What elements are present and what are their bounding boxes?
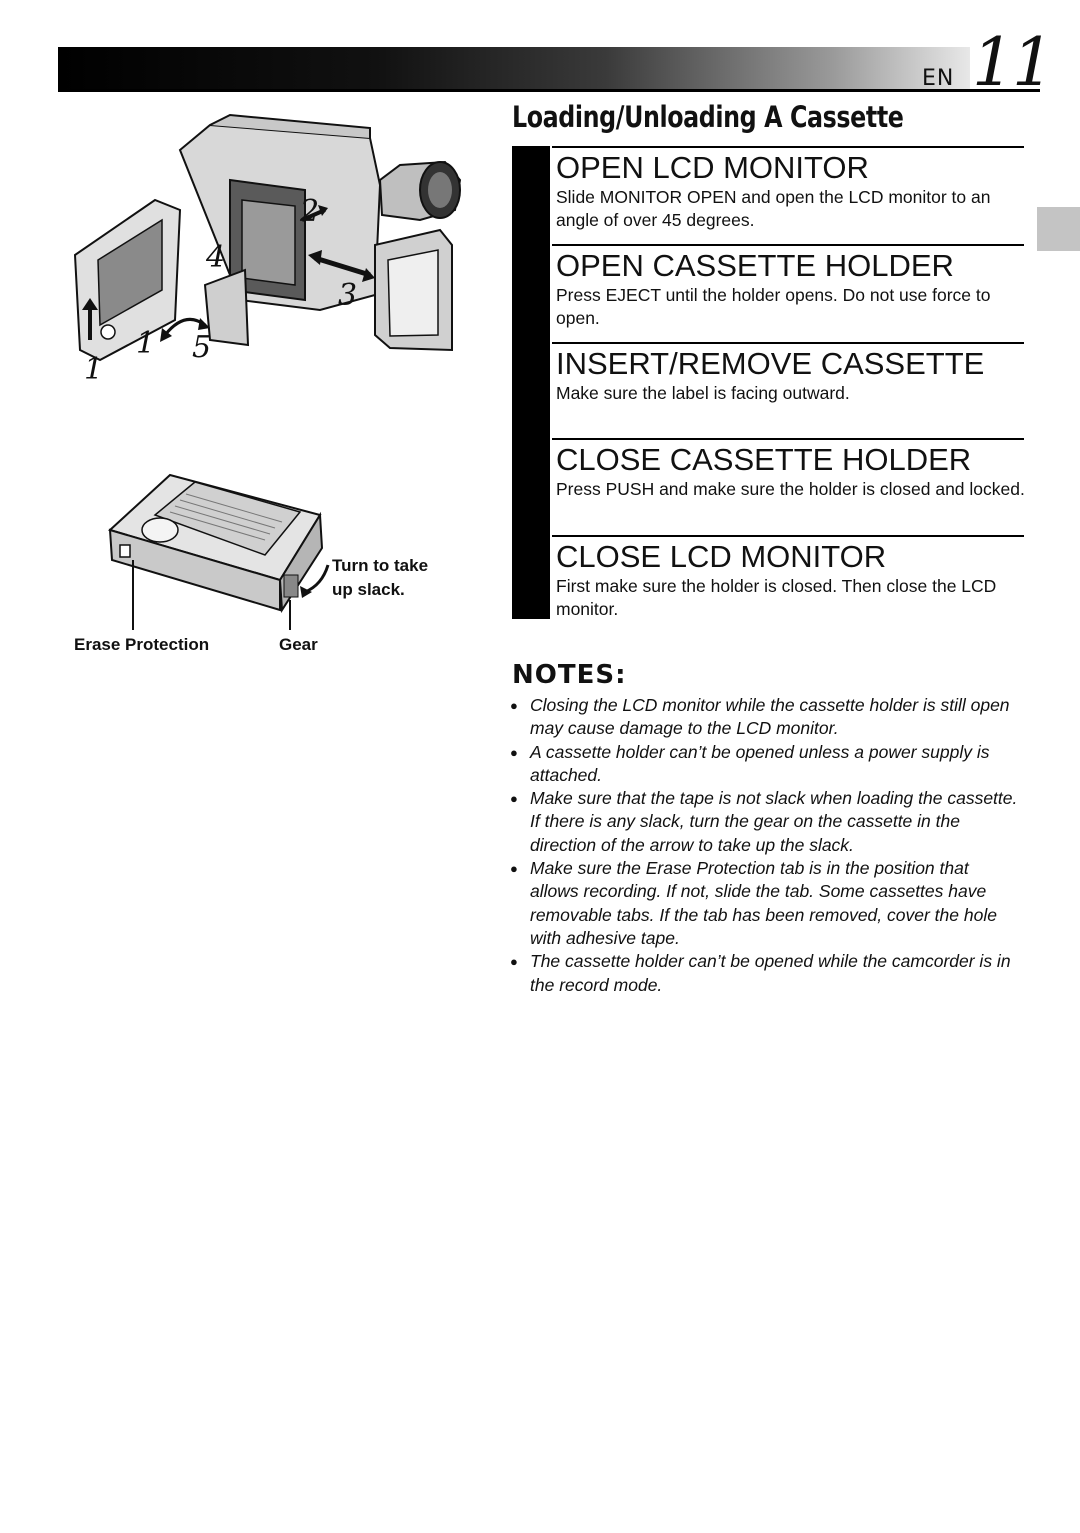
step-5: 5 CLOSE LCD MONITOR First make sure the … xyxy=(512,535,1024,621)
step-rule xyxy=(552,244,1024,246)
step-heading: INSERT/REMOVE CASSETTE xyxy=(556,346,985,381)
camcorder-illustration xyxy=(73,113,462,362)
step-heading: CLOSE CASSETTE HOLDER xyxy=(556,442,972,477)
step-rule xyxy=(552,535,1024,537)
step-number: 5 xyxy=(519,567,549,621)
callout-1-lower: 1 xyxy=(84,352,104,387)
note-item: ●Make sure that the tape is not slack wh… xyxy=(510,788,1018,855)
step-text: Press EJECT until the holder opens. Do n… xyxy=(556,285,991,328)
bullet-icon: ● xyxy=(510,791,518,807)
language-label: EN xyxy=(922,66,955,91)
gear-label: Gear xyxy=(279,635,318,654)
cassette-illustration xyxy=(108,473,330,630)
bullet-icon: ● xyxy=(510,954,518,970)
callout-2: 2 xyxy=(300,194,320,229)
step-heading: OPEN CASSETTE HOLDER xyxy=(556,248,954,283)
step-bar xyxy=(512,535,550,619)
header-rule xyxy=(58,89,1040,92)
turn-label-2: up slack. xyxy=(332,580,405,599)
step-number: 1 xyxy=(519,184,549,238)
header-gradient-bar xyxy=(58,47,970,89)
callout-4: 4 xyxy=(206,240,226,275)
callout-3: 3 xyxy=(338,278,358,313)
step-text: Slide MONITOR OPEN and open the LCD moni… xyxy=(556,187,991,230)
step-bar xyxy=(512,244,550,342)
step-heading: CLOSE LCD MONITOR xyxy=(556,539,887,574)
step-text: Press PUSH and make sure the holder is c… xyxy=(556,479,1025,499)
note-item: ●The cassette holder can’t be opened whi… xyxy=(510,951,1011,995)
note-item: ●A cassette holder can’t be opened unles… xyxy=(510,741,990,785)
step-heading: OPEN LCD MONITOR xyxy=(556,150,869,185)
section-tab xyxy=(1037,207,1080,251)
step-number: 3 xyxy=(519,378,549,432)
erase-protection-label: Erase Protection xyxy=(74,635,210,654)
step-number: 2 xyxy=(519,282,549,336)
page-number: 11 xyxy=(972,24,1054,101)
step-2: 2 OPEN CASSETTE HOLDER Press EJECT until… xyxy=(512,244,1024,342)
bullet-icon: ● xyxy=(510,861,518,877)
bullet-icon: ● xyxy=(510,744,518,760)
step-3: 3 INSERT/REMOVE CASSETTE Make sure the l… xyxy=(512,342,1024,440)
callout-5: 5 xyxy=(192,330,212,365)
turn-label-1: Turn to take xyxy=(332,556,429,575)
step-rule xyxy=(552,438,1024,440)
step-bar xyxy=(512,342,550,440)
page-title: Loading/Unloading A Cassette xyxy=(512,100,904,134)
step-bar xyxy=(512,438,550,536)
step-bar xyxy=(512,146,550,244)
notes-list: ●Closing the LCD monitor while the casse… xyxy=(510,694,1020,997)
note-item: ●Closing the LCD monitor while the casse… xyxy=(510,695,1010,739)
step-rule xyxy=(552,342,1024,344)
bullet-icon: ● xyxy=(510,698,518,713)
step-text: Make sure the label is facing outward. xyxy=(556,383,850,403)
step-number: 4 xyxy=(519,470,549,524)
step-4: 4 CLOSE CASSETTE HOLDER Press PUSH and m… xyxy=(512,438,1025,536)
notes-heading: NOTES: xyxy=(512,660,627,690)
note-item: ●Make sure the Erase Protection tab is i… xyxy=(510,858,997,948)
step-rule xyxy=(552,146,1024,148)
callout-1-upper: 1 xyxy=(136,326,156,361)
step-1: 1 OPEN LCD MONITOR Slide MONITOR OPEN an… xyxy=(512,146,1024,244)
step-text: First make sure the holder is closed. Th… xyxy=(556,576,997,619)
